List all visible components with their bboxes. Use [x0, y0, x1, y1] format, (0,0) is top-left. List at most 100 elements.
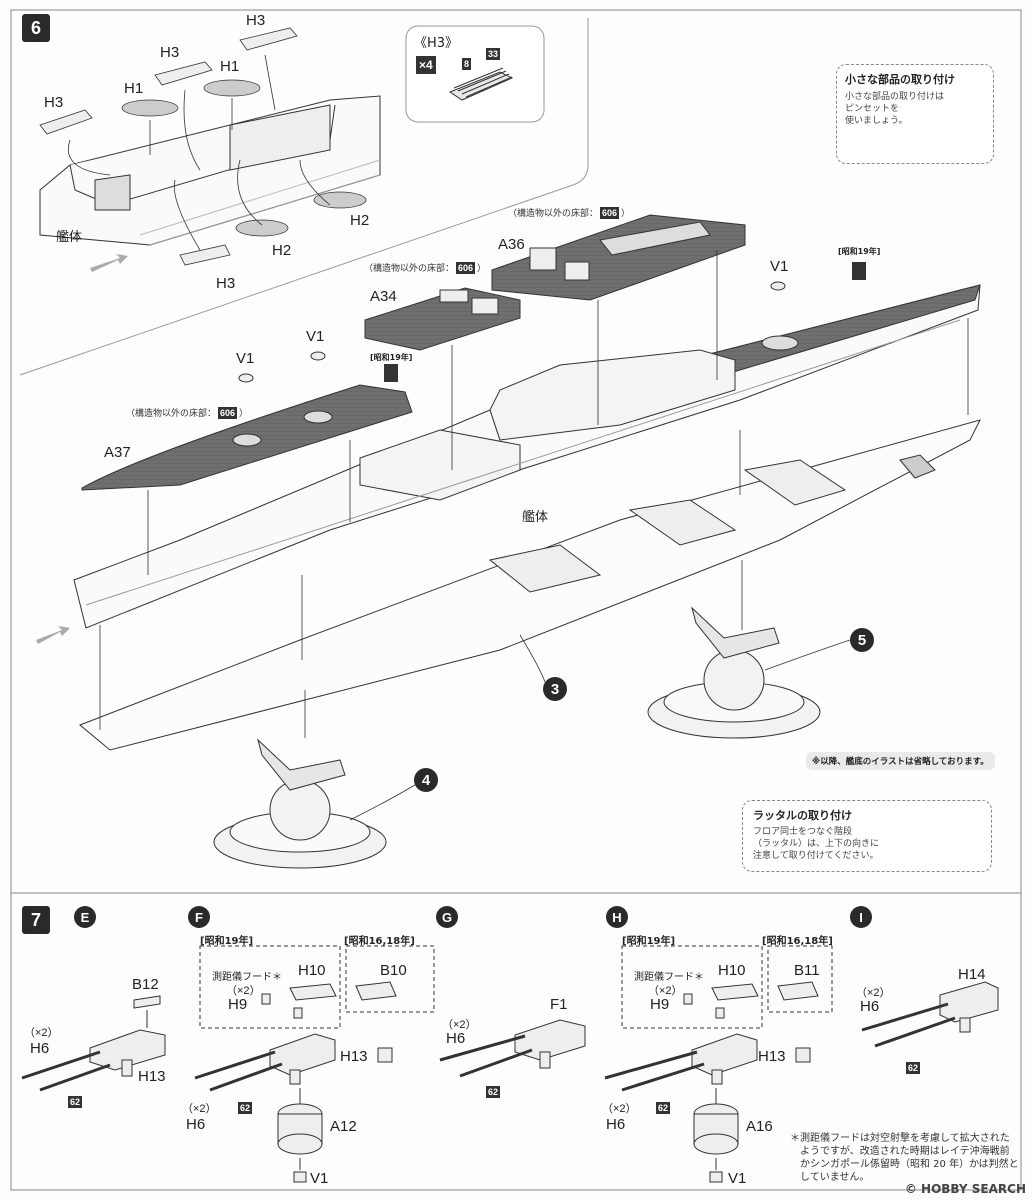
h3-detail-part-8: 8 — [462, 58, 472, 70]
h-era-1941-43: [昭和16,18年] — [762, 936, 833, 947]
small-parts-tip-body-1: 小さな部品の取り付けは — [845, 92, 945, 102]
main-upper-hull — [73, 284, 981, 629]
small-parts-tip-title: 小さな部品の取り付け — [845, 73, 955, 86]
step-7-number: 7 — [22, 906, 50, 934]
i-label-x2: （×2） — [856, 987, 891, 999]
f-label-h13: H13 — [340, 1048, 368, 1065]
era-marker-icons — [384, 262, 866, 382]
h-era-1944: [昭和19年] — [622, 936, 676, 947]
h-label-h6: H6 — [606, 1116, 626, 1133]
f-part-62: 62 — [238, 1102, 253, 1114]
label-h2-left: H2 — [272, 242, 292, 259]
small-parts-tip-body-2: ピンセットを — [845, 104, 900, 114]
h3-rack-parts — [39, 27, 298, 266]
direction-arrow-main — [36, 626, 70, 644]
e-label-x2: （×2） — [24, 1027, 59, 1039]
ladder-tip-body-3: 注意して取り付けてください。 — [753, 851, 879, 861]
turret-e — [21, 995, 166, 1092]
label-h1-left: H1 — [124, 80, 144, 97]
stand-5 — [647, 606, 821, 739]
turret-g — [439, 1019, 586, 1078]
group-e-letter: E — [74, 906, 96, 928]
detail-divider — [19, 18, 589, 376]
e-label-b12: B12 — [132, 976, 159, 993]
label-a37: A37 — [104, 444, 131, 461]
step-6-number: 6 — [22, 14, 50, 42]
label-v1-mid: V1 — [306, 328, 325, 345]
g-label-x2: （×2） — [442, 1019, 477, 1031]
assembly-lines — [99, 250, 969, 738]
h-label-h13: H13 — [758, 1048, 786, 1065]
callout-5: 5 — [850, 628, 874, 652]
turret-i — [861, 981, 999, 1048]
h-label-h10: H10 — [718, 962, 746, 979]
page-frame — [10, 9, 1022, 1191]
rangefinder-footnote: ＊測距儀フードは対空射撃を考慮して拡大された ようですが、改造された時期はレイテ… — [790, 1133, 1019, 1183]
turret-f — [194, 981, 397, 1183]
h3-detail-part-33: 33 — [486, 48, 501, 60]
h-label-x2-hood: （×2） — [648, 985, 683, 997]
f-label-h9: H9 — [228, 996, 248, 1013]
f-era-1944: [昭和19年] — [200, 936, 254, 947]
a34-deck-part — [364, 287, 521, 351]
group-g-letter: G — [436, 906, 458, 928]
f-label-h6: H6 — [186, 1116, 206, 1133]
g-part-62: 62 — [486, 1086, 501, 1098]
f-label-x2-barrel: （×2） — [182, 1103, 217, 1115]
g-label-h6: H6 — [446, 1030, 466, 1047]
h3-detail-multiplier: ×4 — [416, 56, 436, 74]
small-parts-tip-body-3: 使いましょう。 — [845, 116, 908, 126]
i-label-h6: H6 — [860, 998, 880, 1015]
a36-deck-part — [491, 214, 746, 301]
variant-boxes — [199, 945, 833, 1029]
h-label-v1: V1 — [728, 1170, 747, 1187]
i-label-h14: H14 — [958, 966, 986, 983]
label-hull-main: 艦体 — [522, 510, 549, 525]
label-hull-top: 艦体 — [56, 230, 83, 245]
h-label-b11: B11 — [794, 962, 820, 979]
a37-bow-deck — [81, 384, 413, 491]
upper-hull-detail — [39, 95, 381, 246]
ladder-tip-title: ラッタルの取り付け — [753, 809, 852, 822]
floor-note-a36: （構造物以外の床部：606） — [508, 207, 631, 219]
v1-pieces — [238, 281, 786, 383]
turret-h — [604, 981, 819, 1183]
callout-3: 3 — [543, 677, 567, 701]
ladder-tip: ラッタルの取り付け フロア同士をつなぐ階段 （ラッタル）は、上下の向きに 注意し… — [742, 800, 992, 872]
f-label-h10: H10 — [298, 962, 326, 979]
placement-arrows — [68, 54, 331, 251]
group-h-letter: H — [606, 906, 628, 928]
g-label-f1: F1 — [550, 996, 568, 1013]
h-label-x2-barrel: （×2） — [602, 1103, 637, 1115]
f-rangefinder-hood: 測距儀フード＊ — [212, 972, 282, 983]
f-label-a12: A12 — [330, 1118, 357, 1135]
h-part-62: 62 — [656, 1102, 671, 1114]
h3-detail-title: 《H3》 — [414, 36, 459, 51]
watermark: © HOBBY SEARCH — [904, 1182, 1026, 1196]
group-i-letter: I — [850, 906, 872, 928]
f-label-x2-hood: （×2） — [226, 985, 261, 997]
label-v1-left: V1 — [236, 350, 255, 367]
stand-4 — [213, 738, 387, 869]
h-label-a16: A16 — [746, 1118, 773, 1135]
era-1944-a37: [昭和19年] — [370, 353, 413, 362]
h-label-h9: H9 — [650, 996, 670, 1013]
label-h3-mid: H3 — [160, 44, 180, 61]
label-h1-right: H1 — [220, 58, 240, 75]
label-a36: A36 — [498, 236, 525, 253]
ladder-tip-body-2: （ラッタル）は、上下の向きに — [753, 839, 880, 849]
label-a34: A34 — [370, 288, 397, 305]
h-rangefinder-hood: 測距儀フード＊ — [634, 972, 704, 983]
label-h2-right: H2 — [350, 212, 370, 229]
f-era-1941-43: [昭和16,18年] — [344, 936, 415, 947]
label-h3-top: H3 — [246, 12, 266, 29]
f-label-v1: V1 — [310, 1170, 329, 1187]
omit-bottom-note: ※以降、艦底のイラストは省略しております。 — [806, 752, 995, 770]
e-label-h13: H13 — [138, 1068, 166, 1085]
lower-hull — [79, 419, 981, 751]
direction-arrow-top — [90, 254, 128, 272]
e-label-h6: H6 — [30, 1040, 50, 1057]
callout-4: 4 — [414, 768, 438, 792]
